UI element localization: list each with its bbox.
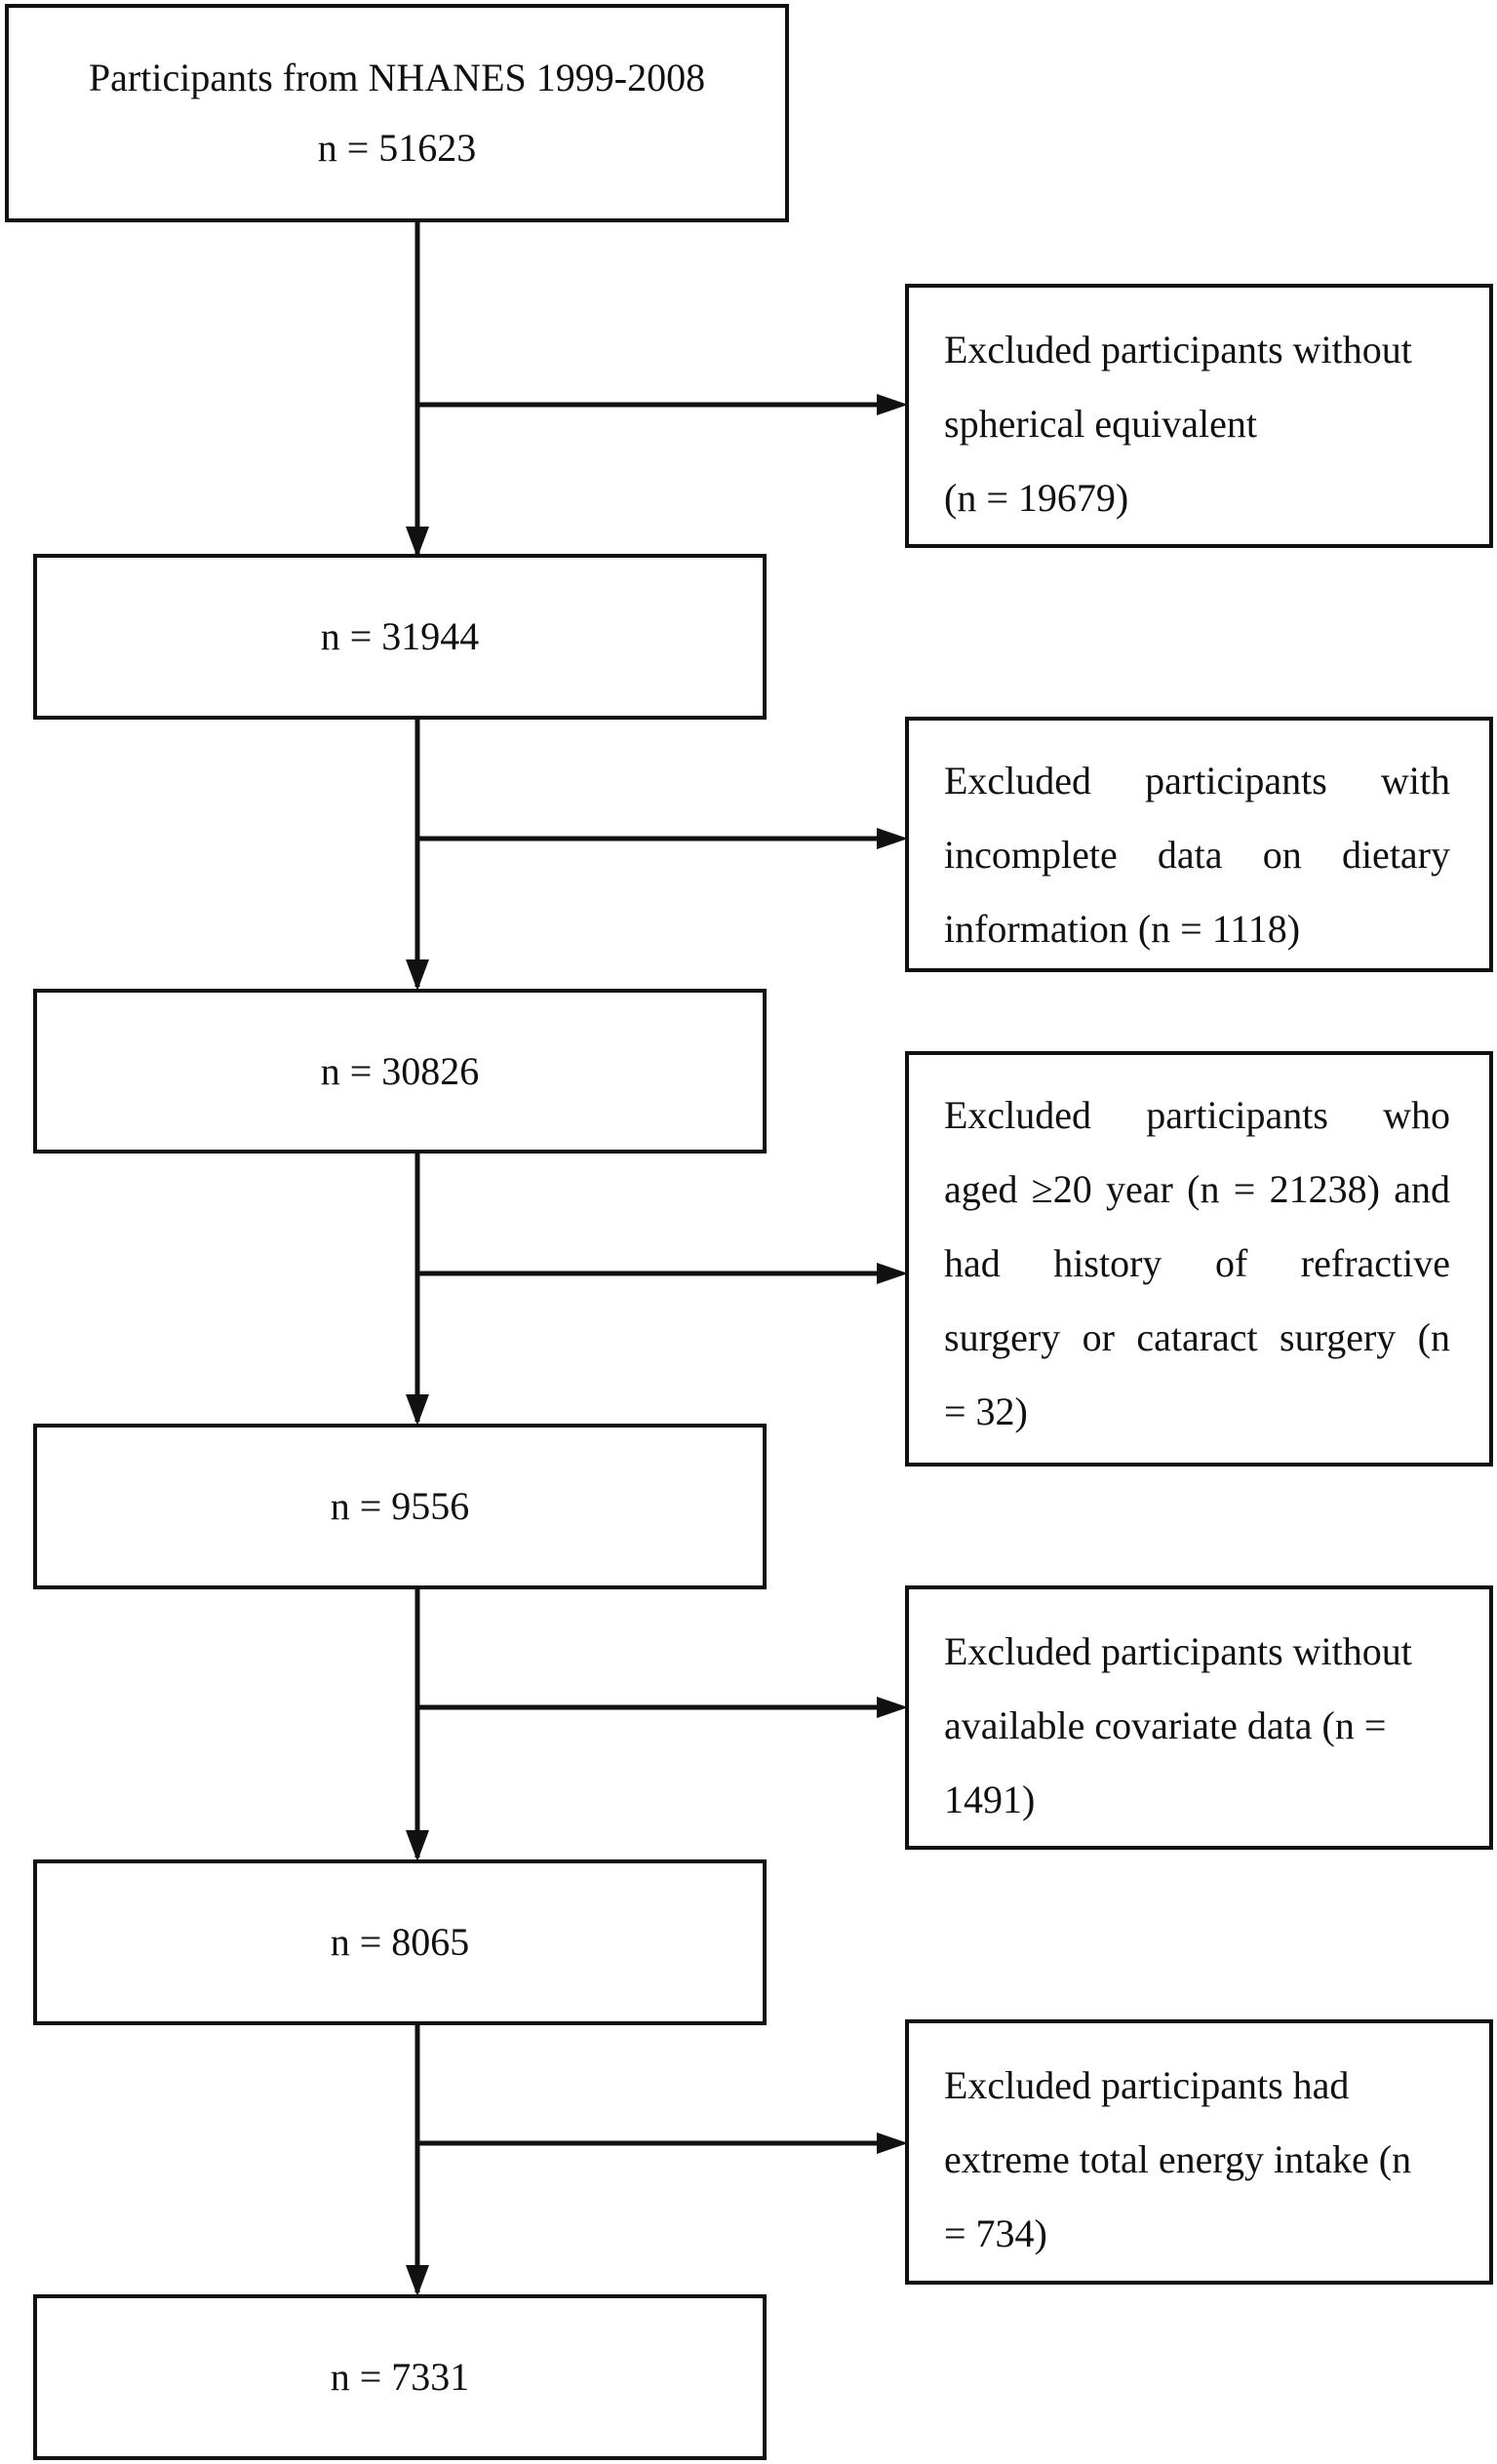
arrowhead-down-5	[406, 2265, 429, 2296]
exclusion-box-dietary: Excluded participants with incomplete da…	[905, 717, 1493, 972]
exclusion-line: aged ≥20 year (n = 21238) and	[944, 1167, 1450, 1211]
arrowhead-right-5	[877, 2132, 908, 2154]
box-n-7331: n = 7331	[33, 2294, 767, 2460]
box-participants-count: n = 51623	[317, 126, 477, 170]
arrowhead-down-3	[406, 1394, 429, 1426]
exclusion-box-spherical-equivalent: Excluded participants without spherical …	[905, 284, 1493, 548]
exclusion-line: (n = 19679)	[944, 476, 1129, 520]
exclusion-line: extreme total energy intake (n	[944, 2137, 1412, 2181]
exclusion-line: spherical equivalent	[944, 402, 1257, 446]
exclusion-line: available covariate data (n =	[944, 1703, 1387, 1747]
box-participants-title: Participants from NHANES 1999-2008	[88, 56, 706, 99]
exclusion-box-energy-intake: Excluded participants had extreme total …	[905, 2019, 1493, 2285]
arrowhead-down-2	[406, 959, 429, 991]
exclusion-line: Excluded participants without	[944, 1629, 1412, 1673]
box-participants-total: Participants from NHANES 1999-2008 n = 5…	[5, 4, 789, 222]
arrowhead-right-1	[877, 394, 908, 415]
exclusion-line: Excluded participants who	[944, 1093, 1450, 1137]
arrowhead-right-4	[877, 1697, 908, 1718]
box-n-30826: n = 30826	[33, 989, 767, 1154]
box-count-label: n = 31944	[320, 614, 480, 658]
exclusion-box-covariate: Excluded participants without available …	[905, 1585, 1493, 1850]
arrowhead-down-4	[406, 1830, 429, 1861]
arrowhead-right-3	[877, 1263, 908, 1284]
exclusion-line: 1491)	[944, 1778, 1036, 1821]
exclusion-line: Excluded participants without	[944, 328, 1412, 372]
box-n-8065: n = 8065	[33, 1859, 767, 2025]
box-count-label: n = 9556	[330, 1484, 470, 1528]
exclusion-box-age-surgery: Excluded participants who aged ≥20 year …	[905, 1051, 1493, 1467]
arrowhead-right-2	[877, 828, 908, 849]
box-count-label: n = 8065	[330, 1920, 470, 1964]
exclusion-line: surgery or cataract surgery (n	[944, 1315, 1450, 1359]
exclusion-line: = 734)	[944, 2211, 1047, 2255]
box-count-label: n = 30826	[320, 1048, 480, 1093]
exclusion-line: had history of refractive	[944, 1241, 1450, 1285]
exclusion-line: Excluded participants with	[944, 759, 1450, 802]
exclusion-line: information (n = 1118)	[944, 907, 1301, 951]
box-count-label: n = 7331	[330, 2355, 470, 2399]
exclusion-line: = 32)	[944, 1389, 1028, 1433]
exclusion-line: incomplete data on dietary	[944, 833, 1450, 877]
box-n-9556: n = 9556	[33, 1424, 767, 1589]
exclusion-line: Excluded participants had	[944, 2063, 1350, 2107]
box-n-31944: n = 31944	[33, 554, 767, 720]
